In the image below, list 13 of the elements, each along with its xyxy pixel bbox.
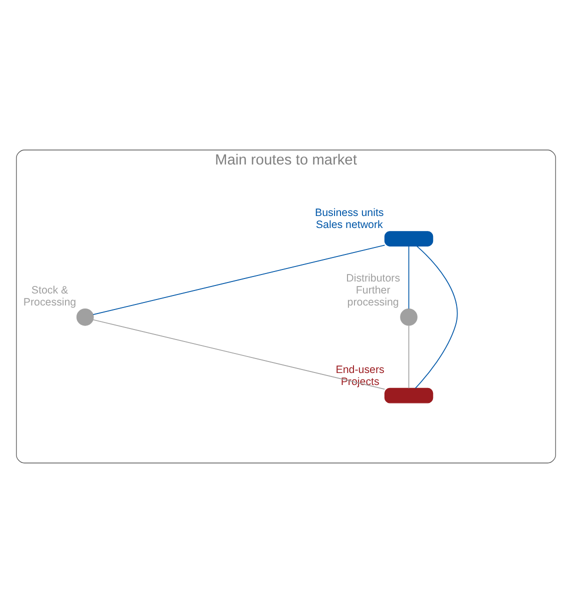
node-label: Distributors Further processing [346,272,400,308]
connector [408,246,410,310]
node-box [384,231,434,246]
node-circle [76,308,94,326]
node-label: End-users Projects [336,364,384,388]
node-circle [400,308,418,326]
connector [408,325,410,389]
node-box [384,388,434,404]
node-label: Stock & Processing [23,284,76,308]
connector [92,244,386,316]
connector [414,246,458,389]
node-label: Business units Sales network [315,206,384,231]
connector [92,319,386,390]
